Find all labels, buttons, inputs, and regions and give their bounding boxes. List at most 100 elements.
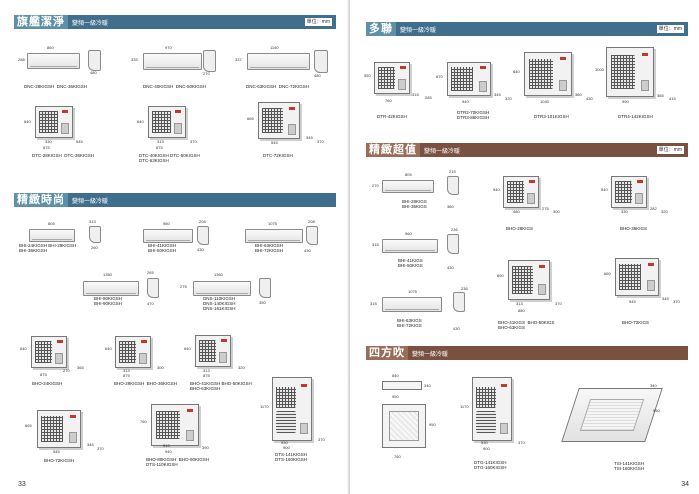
indoor-unit — [382, 239, 438, 253]
dim-width: 950 — [653, 408, 660, 413]
dim-depth: 480 — [314, 73, 321, 78]
model-label: DNC-28KIGSH DNC-36KIGSH — [24, 84, 88, 89]
dim-width: 900 — [283, 445, 290, 450]
model-label: DNC-40KIGSH DNC-50KIGSH — [143, 84, 207, 89]
dim-width: 875 — [43, 145, 50, 150]
dim-depth: 320 — [238, 365, 245, 370]
dim-width: 950 — [392, 394, 399, 399]
dim-width: 970 — [165, 45, 172, 50]
dim-depth: 370 — [317, 139, 324, 144]
section-header-flagship: 旗艦潔淨 變頻一級冷暖 單位：mm — [14, 15, 336, 29]
dim-height: 265 — [147, 270, 154, 275]
model-label: BHO-24KIGSH — [32, 381, 63, 386]
dim-width: 330 — [621, 209, 628, 214]
dim-width: 860 — [47, 45, 54, 50]
dim-height: 640 — [24, 119, 31, 124]
dim-depth: 313 — [123, 368, 130, 373]
outdoor-unit — [148, 106, 186, 138]
outdoor-unit — [272, 377, 312, 441]
model-label: DTR3-101KIGSH — [534, 114, 569, 119]
dim-depth: 430 — [304, 248, 311, 253]
outdoor-unit — [374, 62, 410, 94]
unit-label: 單位：mm — [656, 146, 684, 154]
dim-depth: 236 — [461, 286, 468, 291]
dim-height: 337 — [235, 57, 242, 62]
outdoor-unit — [37, 410, 81, 448]
dim-depth: 370 — [518, 440, 525, 445]
section-subtitle: 變頻一級冷暖 — [424, 148, 461, 155]
outdoor-unit — [503, 176, 539, 208]
section-header-value: 精緻超值 變頻一級冷暖 單位：mm — [366, 143, 688, 157]
dim-height: 313 — [89, 219, 96, 224]
dim-depth: 370 — [318, 437, 325, 442]
dim-width: 875 — [156, 145, 163, 150]
indoor-unit-side — [88, 50, 101, 71]
unit-label: 單位：mm — [656, 25, 684, 33]
dim-height: 690 — [497, 273, 504, 278]
dim-height: 1170 — [460, 404, 469, 409]
indoor-unit-side — [447, 176, 459, 195]
model-label: DTC-72KIGSH — [263, 153, 293, 158]
dim-width: 1075 — [408, 289, 417, 294]
outdoor-unit — [31, 336, 67, 368]
book-gutter — [347, 0, 352, 494]
dim-depth: 950 — [429, 422, 436, 427]
dim-depth: 313 — [157, 139, 164, 144]
outdoor-unit — [151, 404, 199, 446]
dim-depth: 430 — [453, 326, 460, 331]
indoor-unit — [27, 53, 80, 69]
indoor-unit — [29, 229, 75, 242]
indoor-unit-side — [259, 278, 271, 298]
dim-depth: 315 — [412, 92, 419, 97]
cassette-top-view — [382, 404, 426, 448]
outdoor-unit — [606, 47, 654, 97]
dim-width: 960 — [163, 221, 170, 226]
dim-width: 1350 — [103, 272, 112, 277]
dim-height: 340 — [424, 383, 431, 388]
page-number: 33 — [18, 481, 26, 488]
dim-height: 550 — [364, 73, 371, 78]
dim-depth: 370 — [97, 446, 104, 451]
indoor-unit-side — [447, 234, 459, 254]
dim-width: 1140 — [270, 45, 279, 50]
indoor-unit — [247, 53, 310, 70]
model-label: DTR-42KIGSH — [377, 114, 407, 119]
dim-width: 1360 — [214, 272, 223, 277]
dim-width: 1075 — [268, 221, 277, 226]
dim-depth: 215 — [449, 169, 456, 174]
dim-depth: 330 — [45, 139, 52, 144]
model-label: BHO-28KIGS — [506, 226, 534, 231]
outdoor-unit — [447, 62, 491, 96]
dim-height: 540 — [493, 187, 500, 192]
section-subtitle: 變頻一級冷暖 — [412, 351, 449, 358]
dim-width: 940 — [165, 449, 172, 454]
dim-height: 1170 — [260, 404, 269, 409]
outdoor-unit — [508, 260, 550, 300]
dim-depth: 345 — [306, 135, 313, 140]
dim-height: 208 — [199, 219, 206, 224]
dim-width: 480 — [513, 209, 520, 214]
dim-depth: 430 — [197, 247, 204, 252]
dim-depth: 370 — [190, 139, 197, 144]
dim-depth: 260 — [91, 245, 98, 250]
cassette-side-view — [382, 381, 422, 390]
outdoor-unit — [472, 377, 512, 441]
dim-depth: 345 — [494, 92, 501, 97]
outdoor-unit — [258, 102, 300, 139]
dim-width: 900 — [483, 446, 490, 451]
outdoor-unit — [35, 106, 73, 138]
dim-width: 990 — [622, 99, 629, 104]
dim-height: 840 — [513, 69, 520, 74]
dim-depth: 365 — [657, 93, 664, 98]
dim-depth: 380 — [575, 92, 582, 97]
dim-width: 545 — [629, 299, 636, 304]
dim-depth: 313 — [516, 301, 523, 306]
page-number: 34 — [681, 481, 689, 488]
unit-label: 單位：mm — [304, 18, 332, 26]
